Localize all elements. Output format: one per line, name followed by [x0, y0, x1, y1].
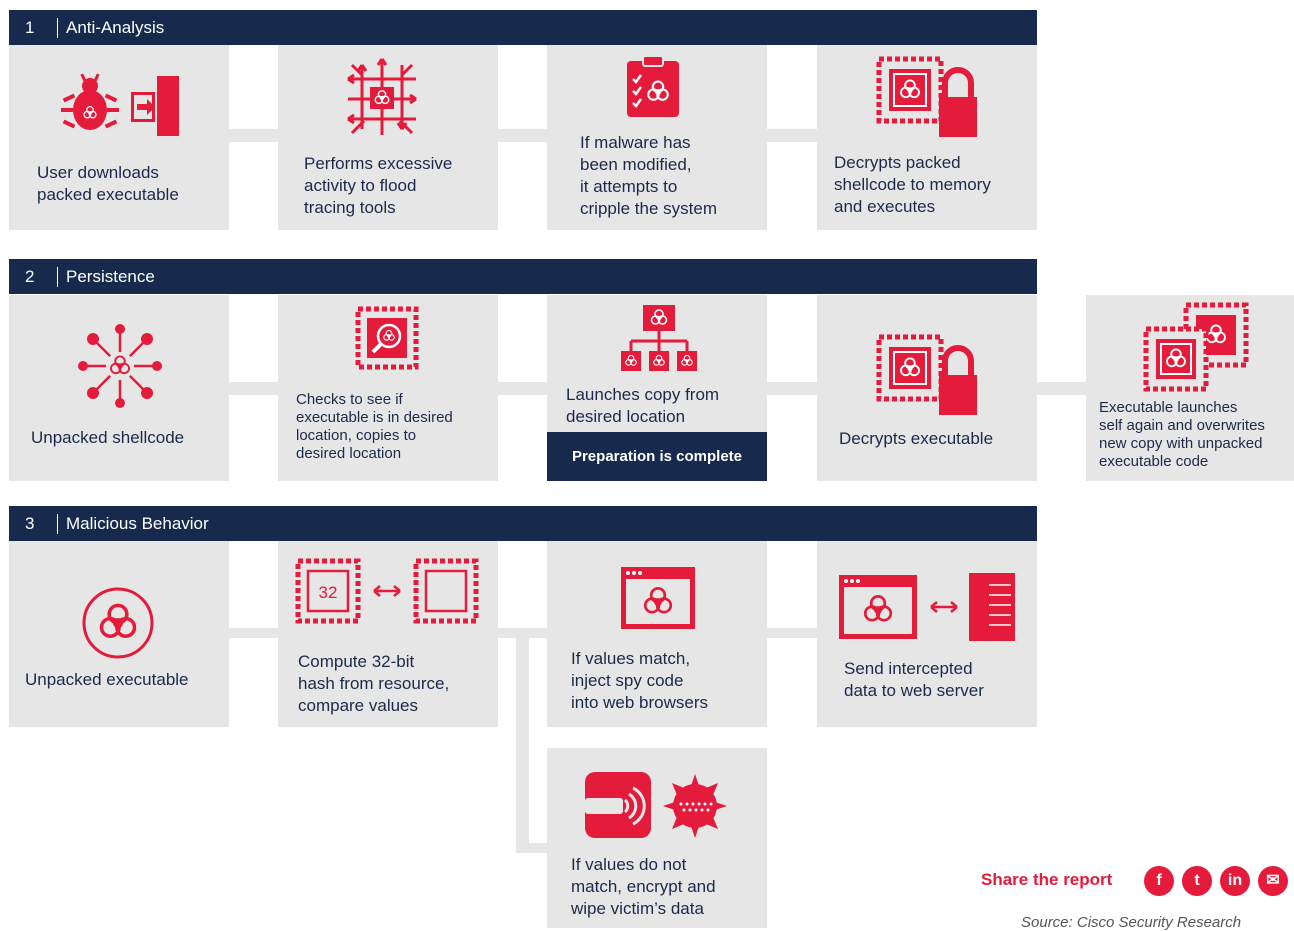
double-chip-icon: [1143, 302, 1249, 392]
browser-server-icon: [839, 573, 1015, 641]
connector: [1037, 382, 1086, 395]
connector: [767, 382, 817, 395]
preparation-complete-badge: Preparation is complete: [547, 432, 767, 481]
biohazard-circle-icon: [82, 587, 154, 659]
section-divider: [57, 514, 58, 534]
flood-arrows-icon: [347, 58, 417, 135]
browser-biohazard-icon: [621, 567, 695, 629]
chip-lock-icon: [876, 56, 977, 137]
hash-value: 32: [319, 583, 338, 602]
step-caption: Unpacked shellcode: [31, 428, 185, 447]
step-caption: Decrypts executable: [839, 429, 994, 448]
section-number: 3: [25, 514, 35, 533]
step-caption: Unpacked executable: [25, 670, 189, 689]
branch-connector: [516, 843, 547, 853]
hierarchy-icon: [621, 305, 697, 371]
chip-magnifier-icon: [355, 306, 419, 370]
step-box: Decrypts executable: [817, 295, 1037, 481]
section-title: Persistence: [66, 267, 155, 286]
section-header: 2 Persistence: [9, 259, 1037, 294]
facebook-icon[interactable]: f: [1144, 866, 1174, 896]
connector: [229, 382, 278, 395]
branch-connector: [516, 628, 529, 850]
connector: [498, 382, 547, 395]
share-label: Share the report: [981, 870, 1113, 889]
section-divider: [57, 267, 58, 287]
disk-virus-icon: [585, 772, 727, 838]
section-title: Malicious Behavior: [66, 514, 209, 533]
twitter-icon[interactable]: t: [1182, 866, 1212, 896]
network-biohazard-icon: [78, 324, 162, 408]
chip-lock-icon: [876, 334, 977, 415]
source-note: Source: Cisco Security Research: [1021, 914, 1242, 931]
section-header: 1 Anti-Analysis: [9, 10, 1037, 45]
step-box: Unpacked shellcode: [9, 295, 229, 481]
connector: [767, 628, 817, 638]
section-number: 2: [25, 267, 35, 286]
checklist-biohazard-icon: [627, 55, 679, 117]
connector: [767, 129, 817, 142]
bug-and-enter-icon: [61, 73, 179, 136]
section-header: 3 Malicious Behavior: [9, 506, 1037, 541]
section-divider: [57, 18, 58, 38]
connector: [229, 628, 278, 638]
connector: [229, 129, 278, 142]
email-icon[interactable]: ✉: [1258, 866, 1288, 896]
hash-compare-icon: 32: [295, 558, 479, 624]
section-number: 1: [25, 18, 35, 37]
connector: [498, 129, 547, 142]
section-title: Anti-Analysis: [66, 18, 165, 37]
linkedin-icon[interactable]: in: [1220, 866, 1250, 896]
step-box: Unpacked executable: [9, 541, 229, 727]
